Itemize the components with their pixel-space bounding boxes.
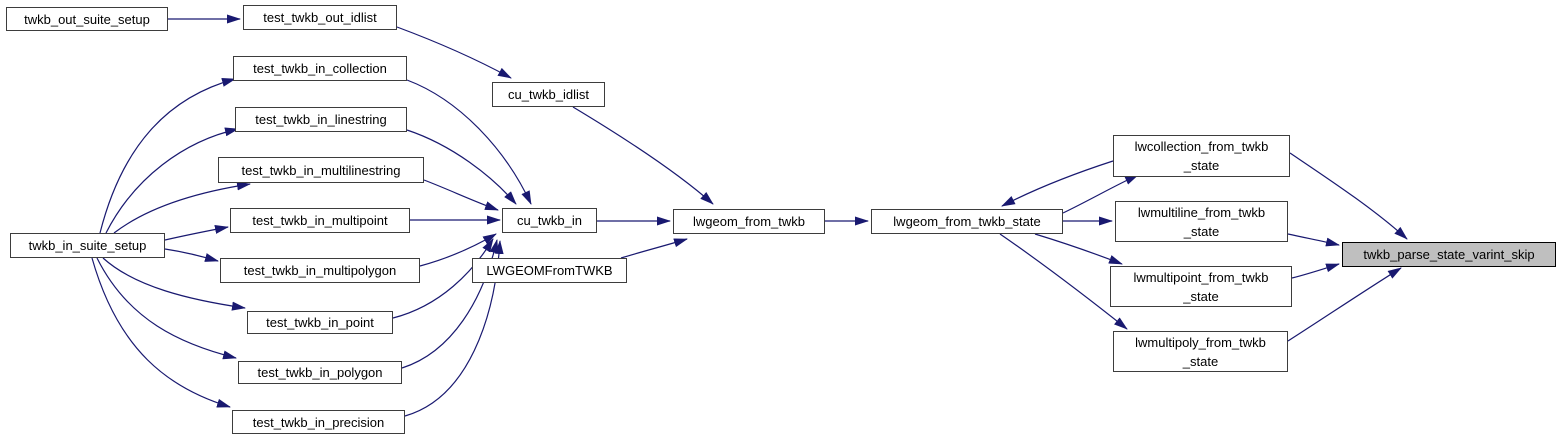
graph-node-test-twkb-in-point[interactable]: test_twkb_in_point bbox=[247, 311, 393, 334]
graph-node-lwgeomfromtwkb[interactable]: LWGEOMFromTWKB bbox=[472, 258, 627, 283]
edge-lwgeom-from-twkb-state-to-lwmultipoly-from-twkb-state bbox=[999, 233, 1128, 330]
graph-node-test-twkb-in-polygon[interactable]: test_twkb_in_polygon bbox=[238, 361, 402, 384]
graph-node-lwgeom-from-twkb-state[interactable]: lwgeom_from_twkb_state bbox=[871, 209, 1063, 234]
edge-twkb-in-suite-setup-to-test-twkb-in-precision bbox=[91, 257, 231, 408]
edge-cu-twkb-idlist-to-lwgeom-from-twkb bbox=[572, 106, 714, 205]
graph-node-lwcollection-from-twkb-state[interactable]: lwcollection_from_twkb _state bbox=[1113, 135, 1290, 177]
graph-node-lwmultiline-from-twkb-state[interactable]: lwmultiline_from_twkb _state bbox=[1115, 201, 1288, 242]
graph-node-cu-twkb-idlist[interactable]: cu_twkb_idlist bbox=[492, 82, 605, 107]
edge-twkb-in-suite-setup-to-test-twkb-in-collection bbox=[99, 78, 236, 234]
edge-twkb-in-suite-setup-to-test-twkb-in-linestring bbox=[105, 127, 239, 234]
edge-lwmultiline-from-twkb-state-to-twkb-parse-state-varint-skip bbox=[1287, 233, 1340, 247]
graph-node-test-twkb-in-multipoint[interactable]: test_twkb_in_multipoint bbox=[230, 208, 410, 233]
graph-node-twkb-parse-state-varint-skip: twkb_parse_state_varint_skip bbox=[1342, 242, 1556, 267]
graph-node-twkb-out-suite-setup[interactable]: twkb_out_suite_setup bbox=[6, 7, 168, 31]
edge-test-twkb-in-multilinestring-to-cu-twkb-in bbox=[423, 179, 499, 211]
edge-lwgeom-from-twkb-state-to-lwmultipoint-from-twkb-state bbox=[1034, 233, 1123, 265]
graph-node-cu-twkb-in[interactable]: cu_twkb_in bbox=[502, 208, 597, 233]
graph-node-test-twkb-in-precision[interactable]: test_twkb_in_precision bbox=[232, 410, 405, 434]
graph-node-lwmultipoint-from-twkb-state[interactable]: lwmultipoint_from_twkb _state bbox=[1110, 266, 1292, 307]
edge-twkb-in-suite-setup-to-test-twkb-in-polygon bbox=[96, 257, 237, 360]
graph-node-lwgeom-from-twkb[interactable]: lwgeom_from_twkb bbox=[673, 209, 825, 234]
edge-lwgeomfromtwkb-to-lwgeom-from-twkb bbox=[620, 238, 688, 259]
edge-lwgeom-from-twkb-state-to-lwcollection-from-twkb-state bbox=[1062, 174, 1139, 214]
edge-test-twkb-in-multipolygon-to-cu-twkb-in bbox=[419, 233, 497, 267]
edge-twkb-in-suite-setup-to-test-twkb-in-multipolygon bbox=[164, 248, 219, 262]
graph-node-test-twkb-in-linestring[interactable]: test_twkb_in_linestring bbox=[235, 107, 407, 132]
graph-node-test-twkb-in-multipolygon[interactable]: test_twkb_in_multipolygon bbox=[220, 258, 420, 283]
graph-node-twkb-in-suite-setup[interactable]: twkb_in_suite_setup bbox=[10, 233, 165, 258]
edge-lwcollection-from-twkb-state-to-lwgeom-from-twkb-state bbox=[1001, 160, 1114, 207]
edge-twkb-in-suite-setup-to-test-twkb-in-multipoint bbox=[164, 225, 229, 241]
edge-test-twkb-in-collection-to-cu-twkb-in bbox=[406, 79, 532, 205]
edge-test-twkb-in-linestring-to-cu-twkb-in bbox=[406, 129, 517, 205]
graph-node-test-twkb-in-multilinestring[interactable]: test_twkb_in_multilinestring bbox=[218, 157, 424, 183]
edge-twkb-in-suite-setup-to-test-twkb-in-multilinestring bbox=[113, 181, 251, 234]
graph-node-lwmultipoly-from-twkb-state[interactable]: lwmultipoly_from_twkb _state bbox=[1113, 331, 1288, 372]
edge-test-twkb-in-point-to-cu-twkb-in bbox=[392, 238, 494, 319]
edge-test-twkb-out-idlist-to-cu-twkb-idlist bbox=[396, 26, 512, 79]
edge-lwcollection-from-twkb-state-to-twkb-parse-state-varint-skip bbox=[1289, 152, 1408, 240]
graph-node-test-twkb-in-collection[interactable]: test_twkb_in_collection bbox=[233, 56, 407, 81]
edge-twkb-in-suite-setup-to-test-twkb-in-point bbox=[102, 257, 246, 311]
edge-lwmultipoint-from-twkb-state-to-twkb-parse-state-varint-skip bbox=[1291, 263, 1340, 279]
edge-lwmultipoly-from-twkb-state-to-twkb-parse-state-varint-skip bbox=[1287, 267, 1402, 342]
graph-node-test-twkb-out-idlist[interactable]: test_twkb_out_idlist bbox=[243, 5, 397, 30]
